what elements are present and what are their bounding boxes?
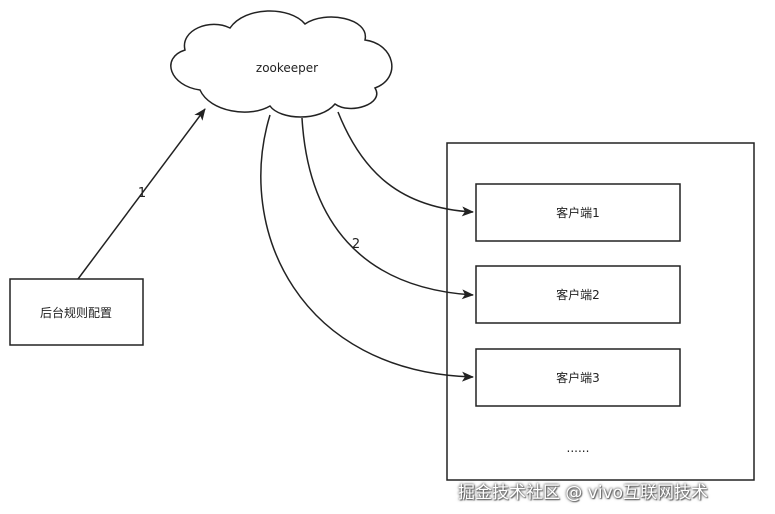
zookeeper-label: zookeeper [256, 61, 318, 75]
client-box-3: 客户端3 [475, 348, 681, 407]
more-clients-ellipsis: ...... [567, 441, 590, 455]
zookeeper-cloud: zookeeper [170, 10, 393, 118]
edge-zookeeper-to-client-2 [301, 117, 474, 300]
edge-zookeeper-to-client-1 [337, 111, 474, 217]
admin-config-label: 后台规则配置 [40, 305, 112, 320]
client-box-1: 客户端1 [475, 183, 681, 242]
client-box-2: 客户端2 [475, 265, 681, 324]
watermark-text: 掘金技术社区 @ vivo互联网技术 [458, 483, 709, 503]
edge-label-1: 1 [138, 186, 146, 201]
edge-admin-to-zookeeper [77, 108, 206, 280]
client-label-3: 客户端3 [556, 370, 600, 385]
edge-zookeeper-to-client-3 [260, 114, 474, 382]
admin-config-box: 后台规则配置 [9, 278, 144, 346]
edge-label-2: 2 [352, 237, 360, 252]
client-label-2: 客户端2 [556, 287, 600, 302]
client-label-1: 客户端1 [556, 205, 600, 220]
